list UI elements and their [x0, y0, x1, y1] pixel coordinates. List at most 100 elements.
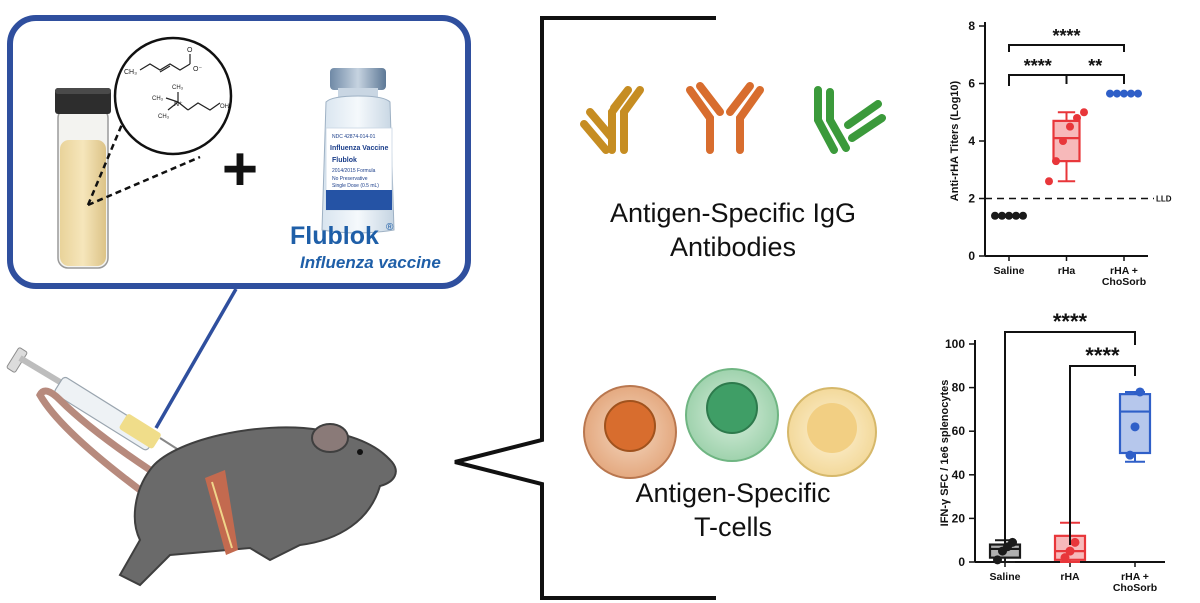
data-point — [1019, 211, 1027, 220]
antibody-gold-icon — [580, 86, 644, 154]
data-point — [1106, 89, 1114, 98]
antibody-orange-icon — [686, 82, 764, 154]
data-point — [1045, 177, 1053, 186]
x-tick-label: Saline — [990, 571, 1021, 583]
y-tick-label: 0 — [958, 555, 965, 569]
vial-line1-text: Influenza Vaccine — [330, 145, 388, 152]
molecule-bubble — [113, 36, 233, 156]
x-tick-label: rHa — [1058, 265, 1076, 277]
brand-tagline: Influenza vaccine — [300, 253, 441, 272]
antibody-label: Antigen-Specific IgG Antibodies — [578, 196, 888, 264]
molecule-label-carboxylate: O⁻ — [193, 66, 202, 73]
data-point — [1065, 546, 1075, 556]
data-point — [1059, 137, 1067, 145]
significance-bracket — [1069, 365, 1136, 545]
significance-stars: **** — [1024, 56, 1052, 76]
x-tick-label: rHA — [1060, 571, 1080, 583]
mouse-illustration — [36, 387, 397, 587]
brand-registered-mark: ® — [386, 222, 394, 233]
x-tick-label: ChoSorb — [1113, 582, 1157, 594]
data-point — [1113, 89, 1121, 98]
choline-molecule — [165, 92, 221, 111]
y-tick-label: 20 — [952, 511, 966, 525]
tcell-label-line1: Antigen-Specific — [635, 478, 831, 508]
significance-stars: **** — [1053, 309, 1088, 334]
data-point — [1008, 537, 1017, 547]
data-point — [1066, 122, 1074, 131]
vial-line3-text: 2014/2015 Formula — [332, 168, 376, 174]
outcome-bracket — [454, 16, 716, 600]
molecule-label-ch3-a: CH₃ — [172, 85, 184, 91]
tcell-yellow-icon — [787, 387, 877, 477]
data-point — [1052, 157, 1060, 166]
significance-stars: ** — [1088, 56, 1102, 76]
panel-to-syringe-connector — [154, 288, 238, 429]
significance-bracket — [1008, 74, 1068, 86]
antibody-green-icon — [814, 86, 886, 154]
x-tick-label: ChoSorb — [1102, 276, 1146, 288]
y-axis-title: IFN-γ SFC / 1e6 splenocytes — [939, 380, 951, 527]
y-tick-label: 100 — [945, 337, 965, 351]
molecule-label-ch3-b: CH₃ — [152, 96, 164, 102]
plus-symbol: + — [222, 135, 258, 204]
y-tick-label: 60 — [952, 424, 966, 438]
brand-name: Flublok — [290, 222, 379, 250]
y-tick-label: 40 — [952, 468, 966, 482]
data-point — [1134, 89, 1142, 98]
antibody-label-line1: Antigen-Specific IgG — [609, 198, 857, 228]
tcell-label-line2: T-cells — [693, 512, 772, 542]
syringe — [6, 347, 186, 455]
x-tick-label: rHA + — [1110, 265, 1138, 277]
data-point — [1125, 450, 1135, 460]
significance-bracket — [1065, 74, 1125, 84]
data-point — [1080, 108, 1088, 117]
zoom-line-upper — [86, 109, 130, 206]
tcell-label: Antigen-Specific T-cells — [578, 476, 888, 544]
data-point — [993, 555, 1002, 565]
molecule-label-hydroxyl: OH — [220, 104, 229, 110]
data-point — [1127, 89, 1135, 98]
significance-bracket — [1008, 44, 1125, 52]
y-tick-label: 2 — [968, 192, 975, 206]
vial-line4-text: No Preservative — [332, 176, 368, 182]
vial-ndc-text: NDC 42874-014-01 — [332, 134, 376, 140]
data-point — [1130, 422, 1140, 432]
molecule-label-carbonyl: O — [187, 47, 193, 54]
x-tick-label: Saline — [994, 265, 1025, 277]
molecule-label-ch3-top: CH₃ — [124, 69, 137, 76]
data-point — [991, 211, 999, 220]
data-point — [1070, 537, 1080, 547]
x-tick-label: rHA + — [1121, 571, 1149, 583]
lld-label: LLD — [1156, 195, 1172, 204]
data-point — [1120, 89, 1128, 98]
data-point — [998, 211, 1006, 220]
data-point — [1135, 387, 1145, 397]
significance-stars: **** — [1052, 26, 1080, 46]
antibody-label-line2: Antibodies — [669, 232, 797, 262]
significance-bracket — [1004, 331, 1136, 542]
y-tick-label: 8 — [968, 19, 975, 33]
data-point — [1012, 211, 1020, 220]
vaccine-vial — [321, 68, 395, 234]
molecule-label-nitrogen: N⁺ — [174, 101, 183, 108]
vial-line2-text: Flublok — [332, 157, 357, 164]
sorbate-molecule — [139, 54, 191, 73]
data-point — [1073, 114, 1081, 122]
adjuvant-vial — [55, 88, 111, 269]
y-tick-label: 6 — [968, 77, 975, 91]
vial-line5-text: Single Dose (0.5 mL) — [332, 183, 379, 189]
data-point — [1060, 553, 1070, 563]
y-axis-title: Anti-rHA Titers (Log10) — [949, 80, 961, 201]
data-point — [1005, 211, 1013, 220]
tcell-green-icon — [685, 368, 779, 462]
zoom-line-lower — [87, 155, 201, 207]
y-tick-label: 80 — [952, 381, 966, 395]
y-tick-label: 0 — [968, 249, 975, 263]
significance-stars: **** — [1085, 343, 1120, 368]
tcell-orange-icon — [583, 385, 677, 479]
y-tick-label: 4 — [968, 134, 975, 148]
molecule-label-ch3-c: CH₃ — [158, 114, 170, 120]
